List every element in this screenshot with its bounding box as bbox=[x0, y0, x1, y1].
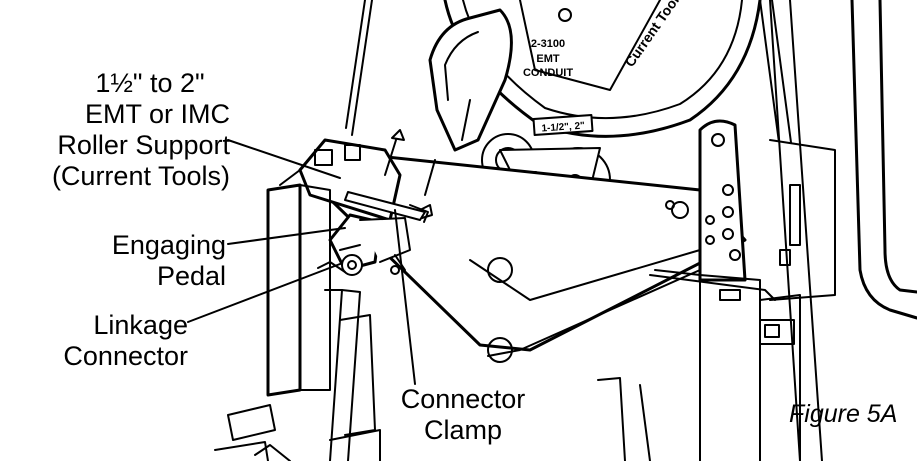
shoe-text-line3: CONDUIT bbox=[523, 67, 573, 79]
roller-support-line2: EMT or IMC bbox=[84, 99, 230, 129]
engaging-pedal-line2: Pedal bbox=[156, 261, 226, 291]
leader-linkage-connector bbox=[187, 263, 341, 323]
right-pipe bbox=[759, 0, 917, 462]
right-frame-leg bbox=[649, 0, 823, 462]
label-linkage-connector: Linkage Connector bbox=[40, 310, 188, 372]
label-roller-support: 1½" to 2" EMT or IMC Roller Support (Cur… bbox=[40, 68, 230, 192]
linkage-connector-line1: Linkage bbox=[93, 310, 188, 340]
right-bracket bbox=[698, 119, 836, 301]
connector-clamp bbox=[344, 191, 429, 223]
leader-roller-support bbox=[227, 139, 341, 179]
size-tag-text: 1-1/2", 2" bbox=[541, 120, 585, 134]
roller-support-line3: Roller Support bbox=[57, 130, 230, 160]
shoe-text-line2: EMT bbox=[536, 53, 560, 65]
leader-connector-clamp bbox=[394, 209, 416, 385]
back-plate bbox=[345, 0, 793, 151]
label-connector-clamp: Connector Clamp bbox=[378, 384, 548, 446]
size-tag: 1-1/2", 2" bbox=[532, 113, 594, 137]
roller-support-line4: (Current Tools) bbox=[51, 161, 230, 191]
hook-piece bbox=[428, 8, 513, 152]
shoe-text-line1: 2-3100 bbox=[531, 38, 565, 50]
linkage-connector bbox=[317, 254, 363, 462]
engaging-pedal-line1: Engaging bbox=[111, 230, 226, 260]
connector-clamp-line2: Clamp bbox=[423, 415, 503, 445]
left-frame bbox=[214, 169, 331, 462]
lower-frame bbox=[254, 314, 651, 462]
label-engaging-pedal: Engaging Pedal bbox=[60, 230, 226, 292]
linkage-connector-line2: Connector bbox=[63, 341, 188, 371]
figure-caption: Figure 5A bbox=[789, 400, 898, 428]
connector-clamp-line1: Connector bbox=[400, 384, 526, 414]
leader-lines bbox=[187, 139, 416, 385]
roller-support-line1: 1½" to 2" bbox=[95, 68, 205, 98]
leader-engaging-pedal bbox=[227, 227, 346, 245]
